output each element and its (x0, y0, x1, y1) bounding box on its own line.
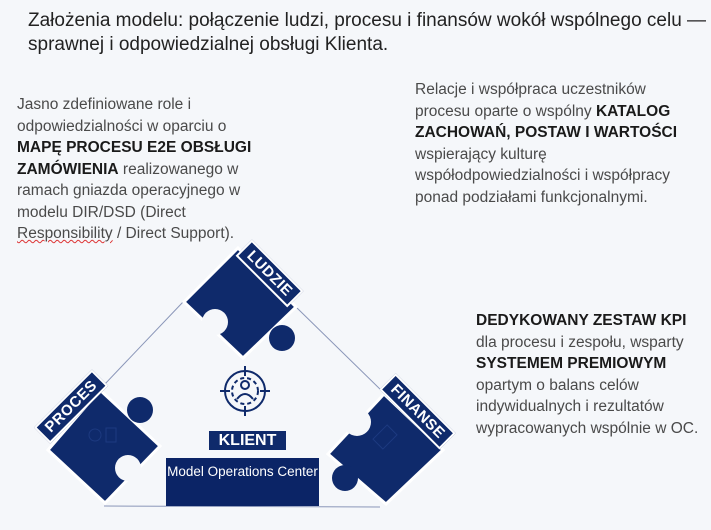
text: / Direct Support). (112, 225, 235, 242)
bold-text: DEDYKOWANY ZESTAW KPI (476, 312, 687, 329)
left-text-block: Jasno zdefiniowane role i odpowiedzialno… (17, 94, 257, 245)
text: opartym o balans celów indywidualnych i … (476, 376, 699, 437)
text: realizowanego w ramach gniazda operacyjn… (17, 160, 241, 221)
target-person-icon (220, 366, 270, 416)
klient-label: KLIENT (209, 431, 286, 450)
bold-text: SYSTEMEM PREMIOWYM (476, 355, 667, 372)
process-icon (88, 427, 117, 443)
bold-text: MAPĘ PROCESU E2E OBSŁUGI ZAMÓWIENIA (17, 139, 252, 178)
model-operations-center-box: Model Operations Center (166, 458, 319, 506)
spellcheck-word: Responsibility (17, 225, 113, 242)
right-text-block: Relacje i współpraca uczestników procesu… (415, 79, 695, 208)
puzzle-piece-finanse (325, 391, 446, 507)
triangle-lines (103, 301, 384, 508)
text: dla procesu i zespołu, wsparty (476, 333, 684, 351)
money-stack-icon (372, 424, 398, 450)
text: wspierający kulturę współodpowiedzialnoś… (415, 145, 671, 206)
slide-title: Założenia modelu: połączenie ludzi, proc… (28, 10, 707, 55)
bold-text: KATALOG ZACHOWAŃ, POSTAW I WARTOŚCI (415, 102, 678, 142)
bottom-right-text-block: DEDYKOWANY ZESTAW KPI dla procesu i zesp… (476, 310, 706, 439)
text: Relacje i współpraca uczestników procesu… (415, 81, 646, 120)
text: Jasno zdefiniowane role i odpowiedzialno… (17, 96, 227, 135)
puzzle-piece-ludzie (181, 245, 299, 361)
